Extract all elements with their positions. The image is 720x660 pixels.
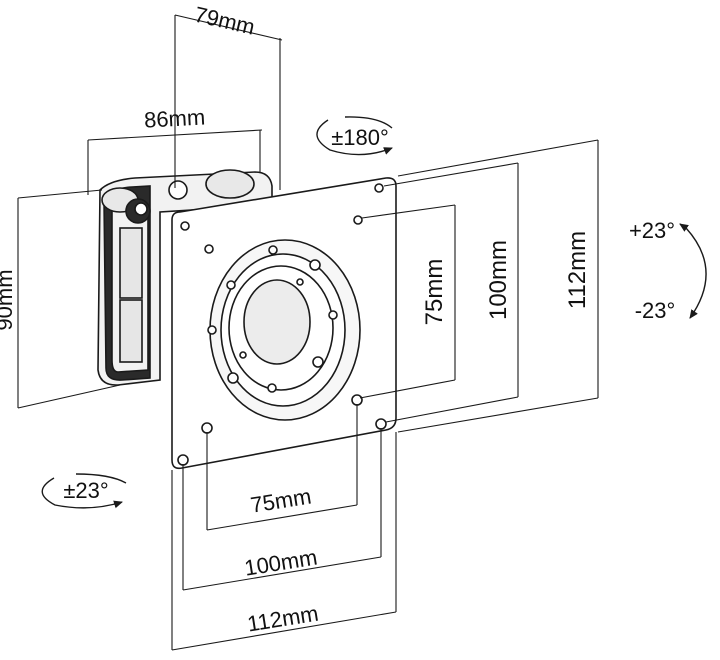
tilt-up-label: +23° bbox=[629, 218, 675, 243]
tilt-down-label: -23° bbox=[635, 298, 676, 323]
rotation-23-label: ±23° bbox=[63, 478, 108, 503]
dim-label-86: 86mm bbox=[143, 104, 205, 132]
dim-label-vert-112: 112mm bbox=[564, 231, 591, 309]
dim-label-bottom-75: 75mm bbox=[249, 483, 313, 517]
rotation-180-label: ±180° bbox=[331, 125, 389, 150]
dimension-lines bbox=[17, 14, 599, 651]
rotation-180-indicator bbox=[316, 116, 393, 156]
tilt-indicator bbox=[679, 223, 707, 319]
dim-label-vert-75: 75mm bbox=[421, 259, 448, 326]
rotation-23-indicator bbox=[41, 473, 127, 509]
dim-label-bottom-112: 112mm bbox=[245, 601, 320, 637]
dim-label-79: 79mm bbox=[192, 2, 257, 40]
dim-label-vert-100: 100mm bbox=[485, 240, 512, 320]
wall-bracket bbox=[97, 169, 273, 386]
vesa-plate bbox=[171, 177, 397, 470]
dim-label-90: 90mm bbox=[0, 269, 17, 330]
dim-label-bottom-100: 100mm bbox=[243, 545, 319, 581]
